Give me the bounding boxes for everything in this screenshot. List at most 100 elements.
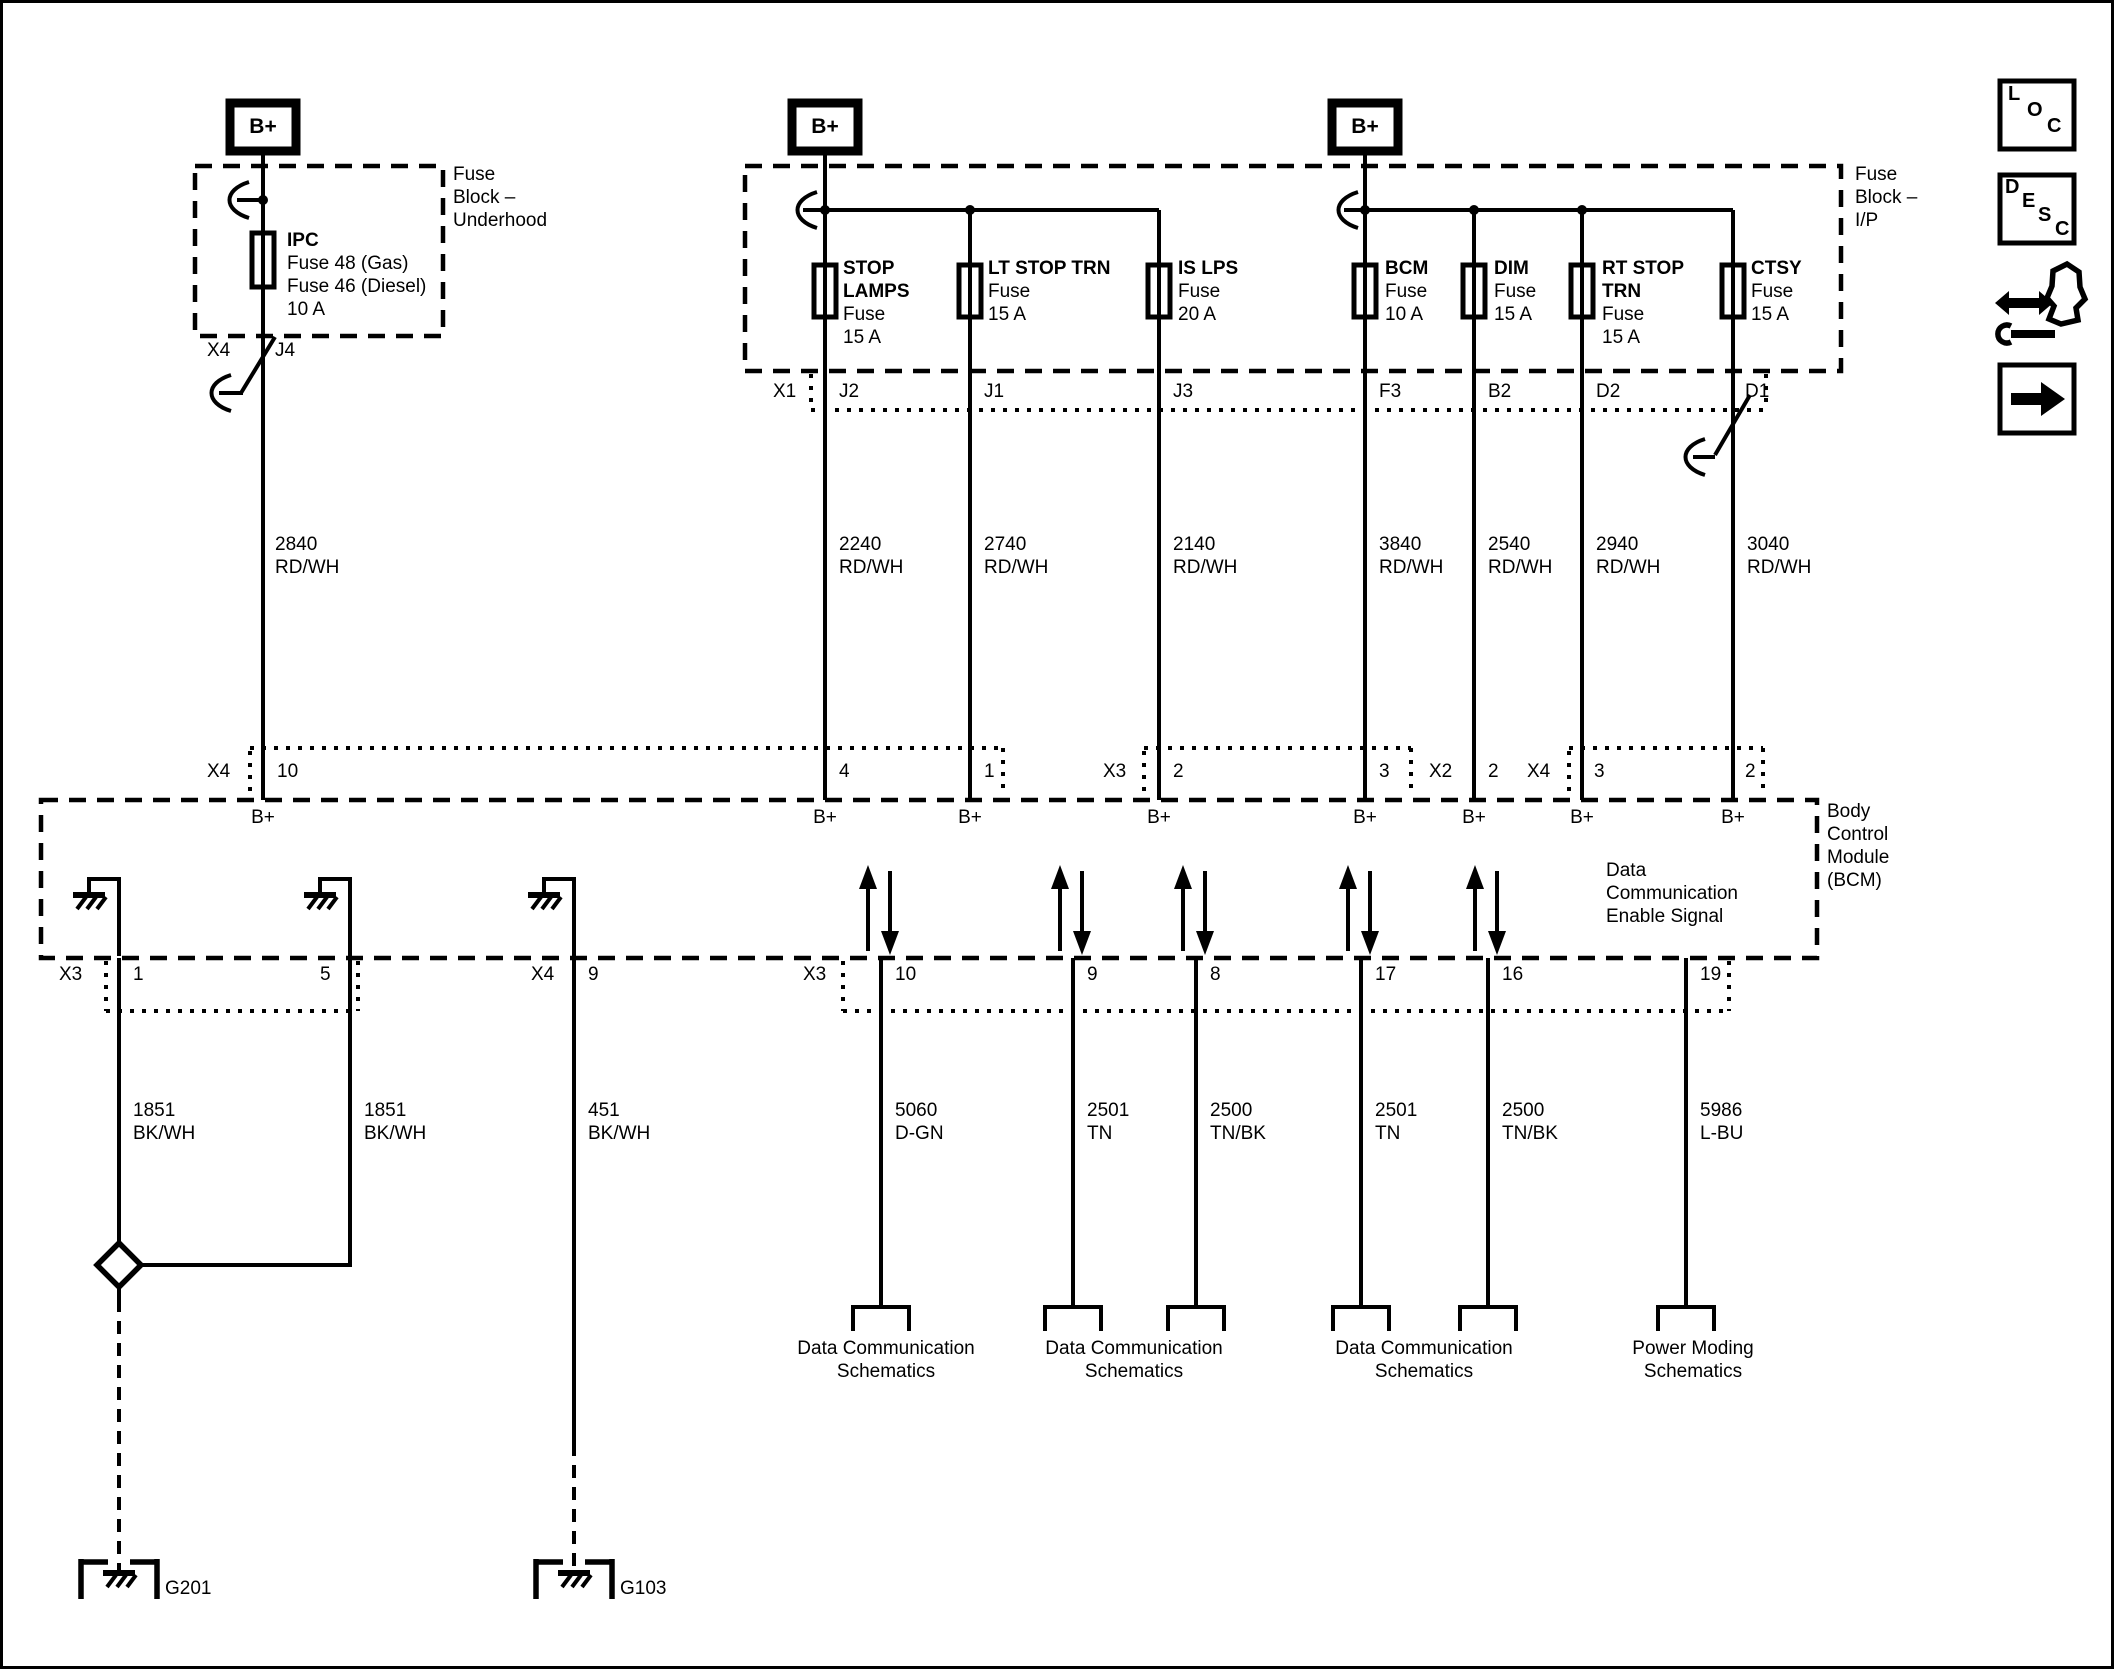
fuse-is-lps-symbol bbox=[1145, 262, 1173, 320]
forward-arrow-glyph bbox=[2011, 382, 2065, 416]
b-plus-label: B+ bbox=[251, 807, 275, 828]
updown-arrows-icon bbox=[1049, 863, 1093, 957]
wire-3840-label: 3840 RD/WH bbox=[1379, 534, 1444, 578]
bcm-pin-4-label: 4 bbox=[839, 761, 850, 782]
fuse-bcm-name: BCM bbox=[1385, 258, 1429, 279]
fuse-ctsy-details: Fuse 15 A bbox=[1751, 281, 1794, 325]
fuse-bcm-symbol bbox=[1351, 262, 1379, 320]
pin-j3-label: J3 bbox=[1173, 381, 1194, 402]
b-plus-terminal: B+ bbox=[811, 115, 839, 138]
wire-3040-label: 3040 RD/WH bbox=[1747, 534, 1812, 578]
pin-f3-label: F3 bbox=[1379, 381, 1402, 402]
bcm-pin-9-data-label: 9 bbox=[1087, 964, 1098, 985]
b-plus-terminal: B+ bbox=[249, 115, 277, 138]
fuse-ctsy-name: CTSY bbox=[1751, 258, 1802, 279]
wire-1851-b bbox=[141, 958, 352, 1267]
desc-letter: D bbox=[2005, 176, 2020, 198]
caption-data-comm-1: Data Communication Schematics bbox=[797, 1338, 975, 1382]
desc-letter: E bbox=[2022, 190, 2036, 212]
wire-2240-label: 2240 RD/WH bbox=[839, 534, 904, 578]
connector-x4-right-bracket bbox=[1567, 746, 1765, 796]
splice-diamond bbox=[93, 1239, 145, 1291]
updown-arrows-icon bbox=[1337, 863, 1381, 957]
bcm-pin-3-label: 3 bbox=[1379, 761, 1390, 782]
bcm-conn-x3-data-label: X3 bbox=[803, 964, 827, 985]
bcm-pin-3b-label: 3 bbox=[1594, 761, 1605, 782]
caption-power-moding: Power Moding Schematics bbox=[1632, 1338, 1754, 1382]
connector-x4-label: X4 bbox=[207, 340, 231, 361]
loc-letter: C bbox=[2047, 115, 2062, 137]
wire-5060-label: 5060 D-GN bbox=[895, 1100, 944, 1144]
bcm-pin-8-data-label: 8 bbox=[1210, 964, 1221, 985]
pin-b2-label: B2 bbox=[1488, 381, 1512, 402]
wire-2501b-label: 2501 TN bbox=[1375, 1100, 1418, 1144]
forward-arrow-button[interactable] bbox=[2000, 365, 2074, 433]
pin-j2-label: J2 bbox=[839, 381, 860, 402]
desc-letter: S bbox=[2038, 204, 2052, 226]
fuse-rt-stop-trn-name: RT STOP TRN bbox=[1602, 258, 1684, 302]
wire-451-label: 451 BK/WH bbox=[588, 1100, 651, 1144]
desc-button[interactable]: D E S C bbox=[2000, 175, 2074, 243]
connector-x3-ground-bracket bbox=[104, 961, 360, 1013]
pin-j4-label: J4 bbox=[275, 340, 296, 361]
data-comm-enable-label: Data Communication Enable Signal bbox=[1606, 860, 1738, 927]
d1-slash bbox=[1713, 393, 1752, 457]
fuse-is-lps-details: Fuse 20 A bbox=[1178, 281, 1221, 325]
connector-x1-ip-bracket bbox=[809, 374, 1768, 412]
fuse-stop-lamps-details: Fuse 15 A bbox=[843, 304, 886, 348]
bcm-label: Body Control Module (BCM) bbox=[1827, 801, 1890, 891]
bcm-conn-x4-ground-label: X4 bbox=[531, 964, 555, 985]
bcm-conn-x4b-label: X4 bbox=[1527, 761, 1551, 782]
desc-letter: C bbox=[2055, 218, 2070, 240]
b-plus-label: B+ bbox=[1462, 807, 1486, 828]
fuse-block-underhood-label: Fuse Block – Underhood bbox=[453, 164, 548, 231]
bcm-pin-10-label: 10 bbox=[277, 761, 299, 782]
b-plus-label: B+ bbox=[958, 807, 982, 828]
wire-2540-label: 2540 RD/WH bbox=[1488, 534, 1553, 578]
loc-button[interactable]: L O C bbox=[2000, 81, 2074, 149]
caption-data-comm-3: Data Communication Schematics bbox=[1335, 1338, 1513, 1382]
connector-x1-label: X1 bbox=[773, 381, 797, 402]
connector-x3-top-bracket bbox=[1142, 746, 1413, 796]
bcm-pin-2c-label: 2 bbox=[1745, 761, 1756, 782]
wire-2500a-label: 2500 TN/BK bbox=[1210, 1100, 1266, 1144]
b-plus-terminal: B+ bbox=[1351, 115, 1379, 138]
internal-ground-icon bbox=[304, 879, 350, 956]
fuse-ipc-symbol bbox=[249, 230, 277, 290]
internal-ground-icon bbox=[73, 879, 119, 956]
wiring-svg bbox=[38, 78, 2089, 1669]
fuse-stop-lamps-symbol bbox=[811, 262, 839, 320]
fuse-stop-lamps-name: STOP LAMPS bbox=[843, 258, 910, 302]
b-plus-label: B+ bbox=[1721, 807, 1745, 828]
bcm-conn-x3-ground-label: X3 bbox=[59, 964, 83, 985]
bcm-pin-17-data-label: 17 bbox=[1375, 964, 1397, 985]
wire-5986-label: 5986 L-BU bbox=[1700, 1100, 1744, 1144]
connector-x3-data-bracket bbox=[841, 961, 1731, 1013]
x4-j4-slash bbox=[239, 335, 277, 395]
wire-1851b-label: 1851 BK/WH bbox=[364, 1100, 427, 1144]
updown-arrows-icon bbox=[857, 863, 901, 957]
fuse-dim-name: DIM bbox=[1494, 258, 1529, 279]
bcm-conn-x4-label: X4 bbox=[207, 761, 231, 782]
bcm-pin-19-data-label: 19 bbox=[1700, 964, 1722, 985]
b-plus-label: B+ bbox=[1353, 807, 1377, 828]
bcm-conn-x2-label: X2 bbox=[1429, 761, 1453, 782]
ground-g201-label: G201 bbox=[165, 1578, 212, 1599]
b-plus-label: B+ bbox=[813, 807, 837, 828]
loc-icon-box bbox=[1997, 78, 2077, 152]
wire-2940-label: 2940 RD/WH bbox=[1596, 534, 1661, 578]
bcm-pin-2b-label: 2 bbox=[1488, 761, 1499, 782]
wire-1851a-label: 1851 BK/WH bbox=[133, 1100, 196, 1144]
fuse-block-underhood-outline bbox=[192, 163, 446, 339]
loc-letter: L bbox=[2008, 83, 2021, 105]
pin-j1-label: J1 bbox=[984, 381, 1005, 402]
schematic-tools-button[interactable] bbox=[1991, 261, 2087, 347]
bcm-pin-1-ground-label: 1 bbox=[133, 964, 144, 985]
desc-icon-box bbox=[1997, 172, 2077, 246]
bcm-pin-10-data-label: 10 bbox=[895, 964, 917, 985]
fuse-ipc-name: IPC bbox=[287, 230, 319, 251]
updown-arrows-icon bbox=[1172, 863, 1216, 957]
wire-2140-label: 2140 RD/WH bbox=[1173, 534, 1238, 578]
bcm-pin-2-label: 2 bbox=[1173, 761, 1184, 782]
